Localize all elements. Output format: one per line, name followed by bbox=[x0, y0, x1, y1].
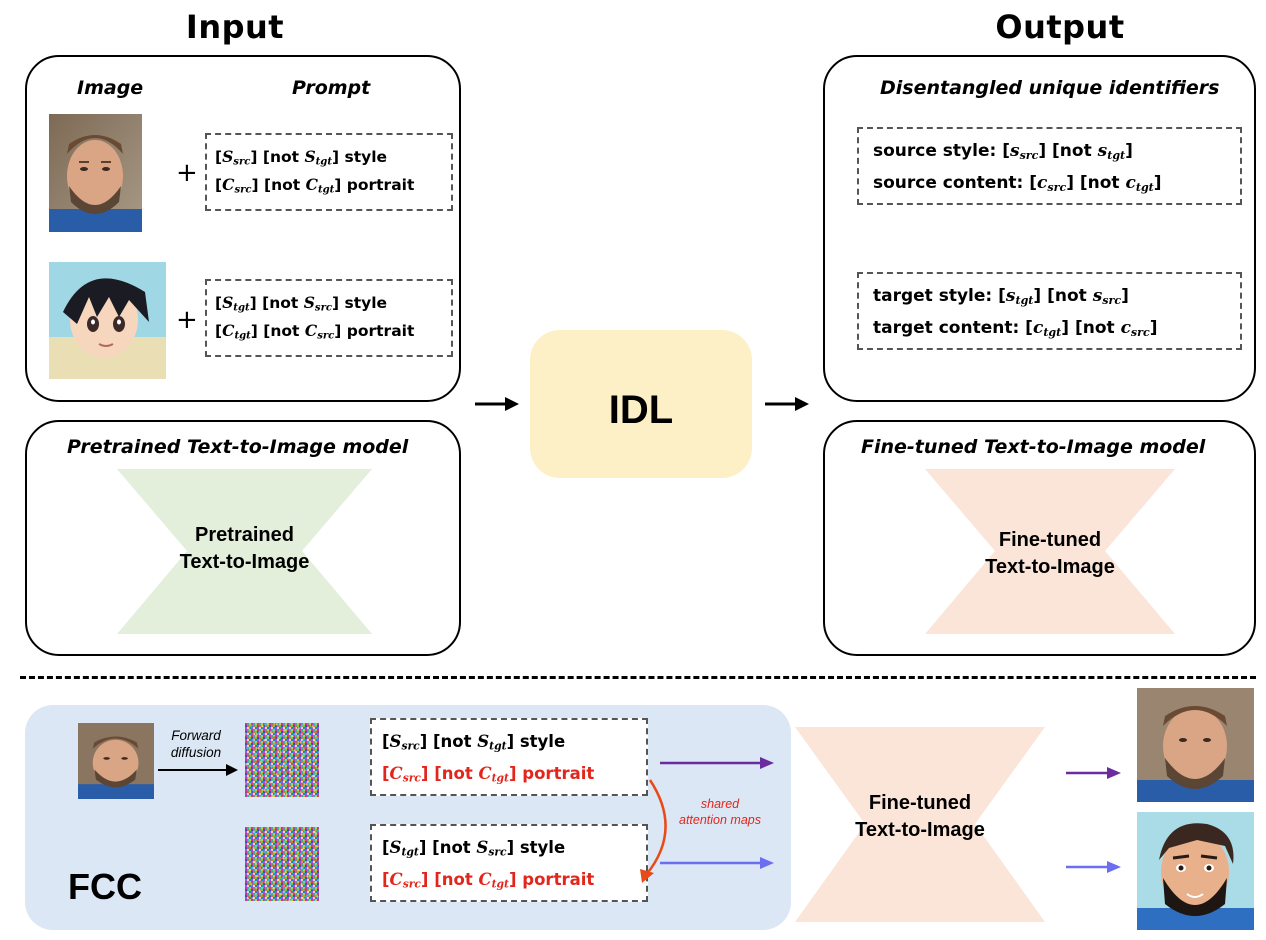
fcc-prompt2-line2: [Csrc] [not Ctgt] portrait bbox=[382, 870, 595, 891]
target-prompt-line2: [Ctgt] [not Csrc] portrait bbox=[215, 321, 415, 342]
shared-attention-label: shared attention maps bbox=[679, 797, 761, 827]
input-panel: Image Prompt + [Ssrc] [not Stgt] style [… bbox=[25, 55, 461, 402]
fcc-prompt1-line1: [Ssrc] [not Stgt] style bbox=[382, 732, 566, 753]
prompt-header: Prompt bbox=[292, 77, 371, 99]
forward-diffusion-label: Forward diffusion bbox=[170, 728, 222, 760]
finetuned-model-label: Fine-tuned Text-to-Image bbox=[985, 529, 1115, 578]
arrow-prompt1-to-model bbox=[660, 757, 774, 769]
noise-image-2 bbox=[245, 827, 319, 901]
fcc-prompt1-line2: [Csrc] [not Ctgt] portrait bbox=[382, 764, 595, 785]
arrow-input-to-idl bbox=[475, 397, 519, 411]
forward-diffusion-arrow bbox=[158, 764, 238, 776]
input-title: Input bbox=[185, 8, 285, 46]
output-header: Disentangled unique identifiers bbox=[880, 77, 1220, 99]
fcc-prompt-box-2: [Stgt] [not Ssrc] style [Csrc] [not Ctgt… bbox=[370, 824, 648, 902]
fcc-finetuned-model-shape bbox=[795, 727, 1045, 922]
finetuned-model-shape bbox=[925, 469, 1175, 634]
fcc-finetuned-model-label: Fine-tuned Text-to-Image bbox=[855, 792, 985, 841]
idl-label: IDL bbox=[608, 388, 674, 432]
fcc-label: FCC bbox=[68, 866, 142, 907]
pretrained-model-label: Pretrained Text-to-Image bbox=[179, 524, 310, 573]
finetuned-model-panel: Fine-tuned Text-to-Image model Fine-tune… bbox=[823, 420, 1256, 656]
fcc-source-face-image bbox=[78, 723, 154, 799]
plus-sign: + bbox=[176, 158, 198, 188]
source-identifiers-box: source style: [ssrc] [not stgt] source c… bbox=[857, 127, 1242, 205]
arrow-prompt2-to-model bbox=[660, 857, 774, 869]
section-divider bbox=[20, 676, 1256, 679]
fcc-prompt-box-1: [Ssrc] [not Stgt] style [Csrc] [not Ctgt… bbox=[370, 718, 648, 796]
shared-attention-arrow bbox=[640, 779, 667, 883]
source-content-line: source content: [csrc] [not ctgt] bbox=[873, 173, 1162, 194]
output-cartoon-face bbox=[1137, 812, 1254, 930]
target-prompt-line1: [Stgt] [not Ssrc] style bbox=[215, 293, 388, 314]
source-prompt-box: [Ssrc] [not Stgt] style [Csrc] [not Ctgt… bbox=[205, 133, 453, 211]
pretrained-model-panel: Pretrained Text-to-Image model Pretraine… bbox=[25, 420, 461, 656]
plus-sign: + bbox=[176, 305, 198, 335]
finetuned-header: Fine-tuned Text-to-Image model bbox=[861, 436, 1206, 458]
source-prompt-line1: [Ssrc] [not Stgt] style bbox=[215, 147, 388, 168]
target-content-line: target content: [ctgt] [not csrc] bbox=[873, 318, 1158, 339]
arrow-model-to-output1 bbox=[1066, 767, 1121, 779]
arrow-model-to-output2 bbox=[1066, 861, 1121, 873]
pretrained-header: Pretrained Text-to-Image model bbox=[67, 436, 409, 458]
target-anime-image bbox=[49, 262, 166, 379]
target-identifiers-box: target style: [stgt] [not ssrc] target c… bbox=[857, 272, 1242, 350]
idl-block: IDL bbox=[530, 330, 752, 478]
image-header: Image bbox=[77, 77, 144, 99]
target-prompt-box: [Stgt] [not Ssrc] style [Ctgt] [not Csrc… bbox=[205, 279, 453, 357]
noise-image-1 bbox=[245, 723, 319, 797]
output-title: Output bbox=[995, 8, 1125, 46]
source-prompt-line2: [Csrc] [not Ctgt] portrait bbox=[215, 175, 415, 196]
source-face-image bbox=[49, 114, 142, 232]
output-panel: Disentangled unique identifiers source s… bbox=[823, 55, 1256, 402]
source-style-line: source style: [ssrc] [not stgt] bbox=[873, 141, 1133, 162]
fcc-prompt2-line1: [Stgt] [not Ssrc] style bbox=[382, 838, 566, 859]
arrow-idl-to-output bbox=[765, 397, 809, 411]
output-photo-face bbox=[1137, 688, 1254, 802]
target-style-line: target style: [stgt] [not ssrc] bbox=[873, 286, 1129, 307]
pretrained-model-shape bbox=[117, 469, 372, 634]
